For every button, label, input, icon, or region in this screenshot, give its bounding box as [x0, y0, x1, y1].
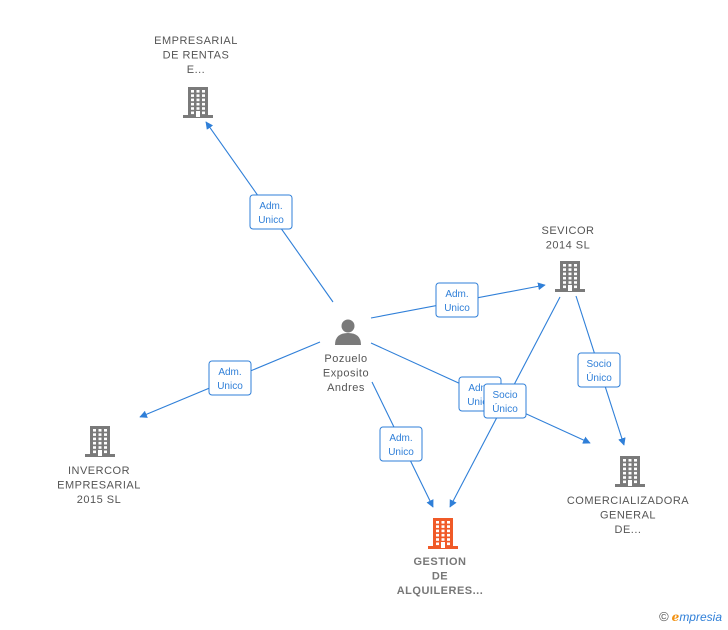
node-label-gestion: ALQUILERES... — [397, 585, 484, 597]
edge-label-text: Adm. — [259, 201, 282, 212]
edge-label-text: Adm. — [468, 383, 491, 394]
edge-label-box — [577, 352, 621, 388]
edge-label-text: Adm. — [445, 289, 468, 300]
edge-label-text: Único — [586, 371, 612, 384]
edge-label-box — [249, 194, 293, 230]
edge-label-text: Unico — [217, 381, 243, 392]
node-label-invercor: INVERCOR — [68, 465, 130, 477]
node-empresarial[interactable]: EMPRESARIAL DE RENTAS E... — [154, 35, 238, 118]
person-icon[interactable] — [335, 319, 361, 346]
edge-label-text: Adm. — [218, 367, 241, 378]
node-sevicor[interactable]: SEVICOR 2014 SL — [541, 225, 594, 292]
node-label-comercializadora: COMERCIALIZADORA — [567, 495, 689, 507]
brand-initial: e — [671, 610, 680, 624]
node-invercor[interactable]: INVERCOR EMPRESARIAL 2015 SL — [57, 426, 141, 506]
edge-label-box — [435, 282, 479, 318]
edge-label-text: Adm. — [389, 433, 412, 444]
building-icon[interactable] — [85, 426, 115, 457]
node-label-invercor: EMPRESARIAL — [57, 480, 141, 492]
node-label-empresarial: DE RENTAS — [163, 50, 230, 62]
node-label-pozuelo: Exposito — [323, 368, 369, 380]
edge-label-pozuelo-to-sevicor[interactable]: Adm. Unico — [435, 282, 479, 318]
edge-label-text: Unico — [467, 397, 493, 408]
brand-footer[interactable]: ©empresia — [659, 609, 722, 624]
building-icon[interactable] — [183, 87, 213, 118]
edge-label-text: Unico — [258, 215, 284, 226]
edge-label-pozuelo-to-empresarial[interactable]: Adm. Unico — [249, 194, 293, 230]
edge-label-pozuelo-to-invercor[interactable]: Adm. Unico — [208, 360, 252, 396]
edge-label-box — [483, 383, 527, 419]
node-label-empresarial: EMPRESARIAL — [154, 35, 238, 47]
node-label-invercor: 2015 SL — [77, 494, 121, 506]
building-icon[interactable] — [555, 261, 585, 292]
edge-label-pozuelo-to-gestion[interactable]: Adm. Unico — [379, 426, 423, 462]
nodes-layer: EMPRESARIAL DE RENTAS E... SEVICOR 2014 SL Po… — [57, 35, 689, 597]
edge-label-text: Unico — [388, 447, 414, 458]
edge-label-text: Único — [492, 402, 518, 415]
node-label-pozuelo: Andres — [327, 382, 365, 394]
node-label-pozuelo: Pozuelo — [324, 353, 367, 365]
node-gestion[interactable]: GESTION DE ALQUILERES... — [397, 518, 484, 597]
edge-label-text: Unico — [444, 303, 470, 314]
node-label-sevicor: 2014 SL — [546, 240, 590, 252]
edge-label-box — [208, 360, 252, 396]
edge-label-box — [379, 426, 423, 462]
brand-name: mpresia — [679, 610, 722, 624]
edge-label-text: Socio — [492, 390, 517, 401]
node-label-comercializadora: GENERAL — [600, 510, 656, 522]
node-label-gestion: DE — [432, 571, 448, 583]
building-icon[interactable] — [428, 518, 458, 549]
building-icon[interactable] — [615, 456, 645, 487]
edge-labels-layer: Adm.UnicoAdm.UnicoAdm.UnicoAdm.UnicoAdm.… — [208, 194, 621, 462]
node-label-gestion: GESTION — [413, 556, 466, 568]
copyright-icon: © — [659, 609, 669, 624]
node-comercializadora[interactable]: COMERCIALIZADORA GENERAL DE... — [567, 456, 689, 536]
node-label-comercializadora: DE... — [615, 524, 642, 536]
edge-label-text: Socio — [586, 359, 611, 370]
node-label-sevicor: SEVICOR — [541, 225, 594, 237]
node-label-empresarial: E... — [187, 64, 206, 76]
